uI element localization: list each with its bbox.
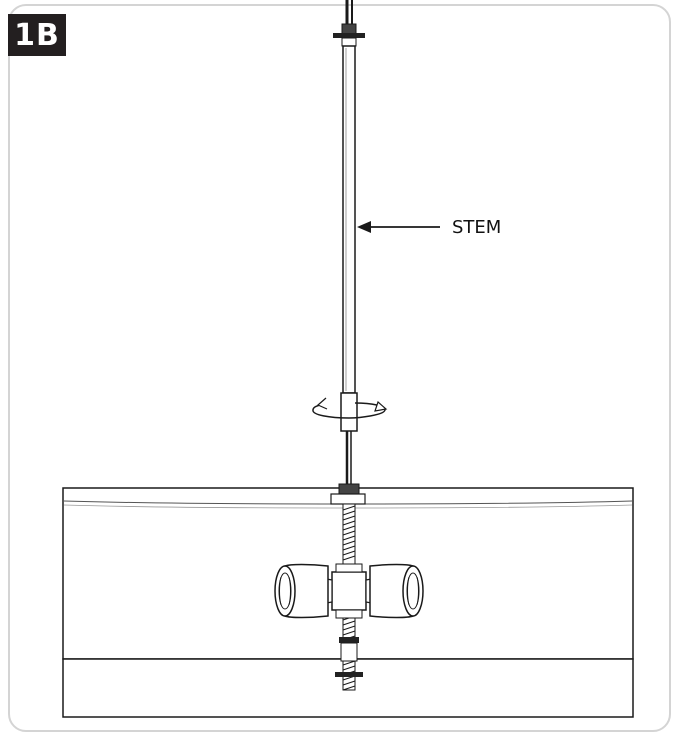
illustration-frame xyxy=(8,4,671,732)
right-socket xyxy=(365,563,424,619)
stem xyxy=(342,45,356,394)
rotate-arrow-icon xyxy=(312,397,388,419)
top-fitting xyxy=(333,23,365,47)
shade-nut xyxy=(330,483,366,505)
stem-callout: STEM xyxy=(357,217,501,238)
lower-wire xyxy=(345,431,352,484)
bottom-nut xyxy=(335,637,363,677)
stem-label: STEM xyxy=(452,217,501,238)
left-socket xyxy=(274,563,333,619)
stem-coupling xyxy=(340,392,358,432)
socket-cluster-body xyxy=(331,563,367,619)
step-badge: 1B xyxy=(8,14,66,56)
